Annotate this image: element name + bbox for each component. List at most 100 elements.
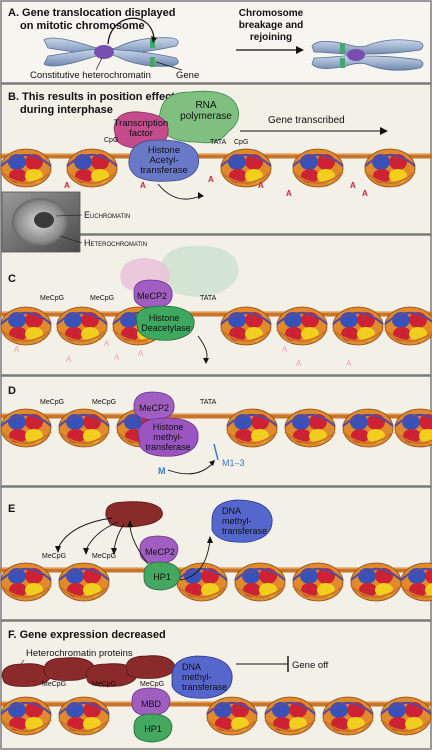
nucleosome	[220, 148, 272, 188]
nucleosome	[206, 696, 258, 736]
svg-text:A: A	[346, 359, 352, 368]
mecp2-label-d: MeCP2	[139, 403, 169, 413]
mecpg-f-3: MeCpG	[140, 681, 164, 688]
tata-label-c: TATA	[200, 295, 217, 302]
mecp2-e	[139, 535, 179, 565]
acetyl-marks-b: A A A A A A A	[64, 175, 368, 198]
dnmt-f-label-2: methyl-	[182, 672, 212, 682]
nucleosome	[58, 562, 110, 602]
mecpg-d-1: MeCpG	[40, 399, 64, 406]
chromosome-right	[311, 39, 424, 71]
cpg-label-1: CpG	[104, 137, 118, 144]
tata-label-d: TATA	[200, 399, 217, 406]
svg-text:A: A	[64, 181, 70, 190]
mecpg-e-1: MeCpG	[42, 553, 66, 560]
nucleosome	[350, 562, 402, 602]
gene-off-label: Gene off	[292, 660, 329, 671]
methyl-label: M	[158, 466, 166, 476]
histone-methyltransferase	[137, 417, 199, 457]
gene-transcribed-arrowhead	[380, 127, 388, 135]
cpg-label-2: CpG	[234, 139, 248, 146]
svg-text:A: A	[296, 359, 302, 368]
nucleosome	[292, 562, 344, 602]
mbd-f	[131, 687, 171, 717]
nucleosome	[284, 408, 336, 448]
arrow-label-3: rejoining	[250, 32, 292, 43]
dnmt-f-label-1: DNA	[182, 662, 201, 672]
hp1-label-f: HP1	[144, 724, 162, 734]
svg-text:A: A	[258, 181, 264, 190]
gene-label: Gene	[176, 70, 199, 81]
nucleosome	[0, 696, 52, 736]
mecp2-d	[133, 391, 175, 421]
heterochromatin-label: Heterochromatin	[84, 238, 147, 248]
mecpg-e-2: MeCpG	[92, 553, 116, 560]
transcription-factor	[113, 111, 169, 149]
panel-b-title-2: during interphase	[20, 104, 113, 116]
panel-f-title: F. Gene expression decreased	[8, 629, 166, 641]
hp1-e	[143, 561, 181, 591]
panel-a-title-2: on mitotic chromosome	[20, 20, 145, 32]
constitutive-label: Constitutive heterochromatin	[30, 70, 151, 81]
panel-e-title: E	[8, 503, 15, 515]
nucleosome-row-d	[0, 408, 432, 448]
mecpg-f-1: MeCpG	[42, 681, 66, 688]
mecpg-c-1: MeCpG	[40, 295, 64, 302]
rna-pol-label-1: RNA	[195, 100, 216, 111]
hdac-label-2: Deacetylase	[141, 323, 191, 333]
heterochromatin-proteins-f	[1, 655, 176, 687]
nucleosome-row-f	[0, 696, 432, 736]
nucleosome	[384, 306, 432, 346]
svg-text:A: A	[114, 353, 120, 362]
mecp2-c	[133, 279, 173, 309]
nucleosome	[58, 696, 110, 736]
nucleosome	[0, 562, 52, 602]
mecp2-label-c: MeCP2	[137, 291, 167, 301]
rna-pol-label-2: polymerase	[180, 111, 232, 122]
histone-deacetylase	[135, 305, 195, 341]
em-inset	[1, 191, 81, 253]
nucleosome	[292, 148, 344, 188]
panel-a-arrowhead	[296, 46, 304, 54]
nucleosome	[58, 408, 110, 448]
nucleosome	[342, 408, 394, 448]
recruitment-arrows-e	[57, 517, 211, 581]
tf-label-1: Transcription	[114, 118, 169, 129]
hat-acetyl-arrow	[157, 183, 201, 200]
nucleosome	[364, 148, 416, 188]
nucleosome	[0, 408, 52, 448]
svg-text:A: A	[14, 345, 20, 354]
histone-acetyltransferase	[128, 139, 199, 182]
mecpg-d-2: MeCpG	[92, 399, 116, 406]
nucleosome	[0, 306, 52, 346]
nucleosome	[0, 148, 52, 188]
gene-transcribed-label: Gene transcribed	[268, 115, 345, 126]
hp1-f	[133, 713, 173, 743]
svg-text:A: A	[104, 339, 110, 348]
svg-text:A: A	[140, 181, 146, 190]
hmt-label-2: methyl-	[153, 432, 183, 442]
panel-b-title-1: B. This results in position effects	[8, 91, 181, 103]
dnmt-f-label-3: transferase	[182, 682, 227, 692]
svg-text:A: A	[286, 189, 292, 198]
hp1-label-e: HP1	[153, 572, 171, 582]
panel-d-title: D	[8, 385, 16, 397]
dnmt-e-label-2: methyl-	[222, 516, 252, 526]
faded-rna-polymerase	[160, 245, 239, 297]
hat-label-2: Acetyl-	[149, 155, 178, 166]
nucleosome	[332, 306, 384, 346]
nucleosome	[400, 562, 432, 602]
nucleosome	[322, 696, 374, 736]
translocation-loop-arrow	[107, 17, 155, 45]
nucleosome	[56, 306, 108, 346]
recruitment-arrowheads-e	[55, 520, 213, 555]
nucleosome-row-b	[0, 148, 432, 188]
svg-text:A: A	[138, 349, 144, 358]
tf-label-2: factor	[129, 128, 153, 139]
svg-text:A: A	[208, 175, 214, 184]
methyl-multi-label: M1–3	[222, 458, 245, 468]
hc-proteins-label: Heterochromatin proteins	[26, 648, 133, 659]
hat-label-1: Histone	[148, 145, 180, 156]
mecp2-label-e: MeCP2	[145, 547, 175, 557]
